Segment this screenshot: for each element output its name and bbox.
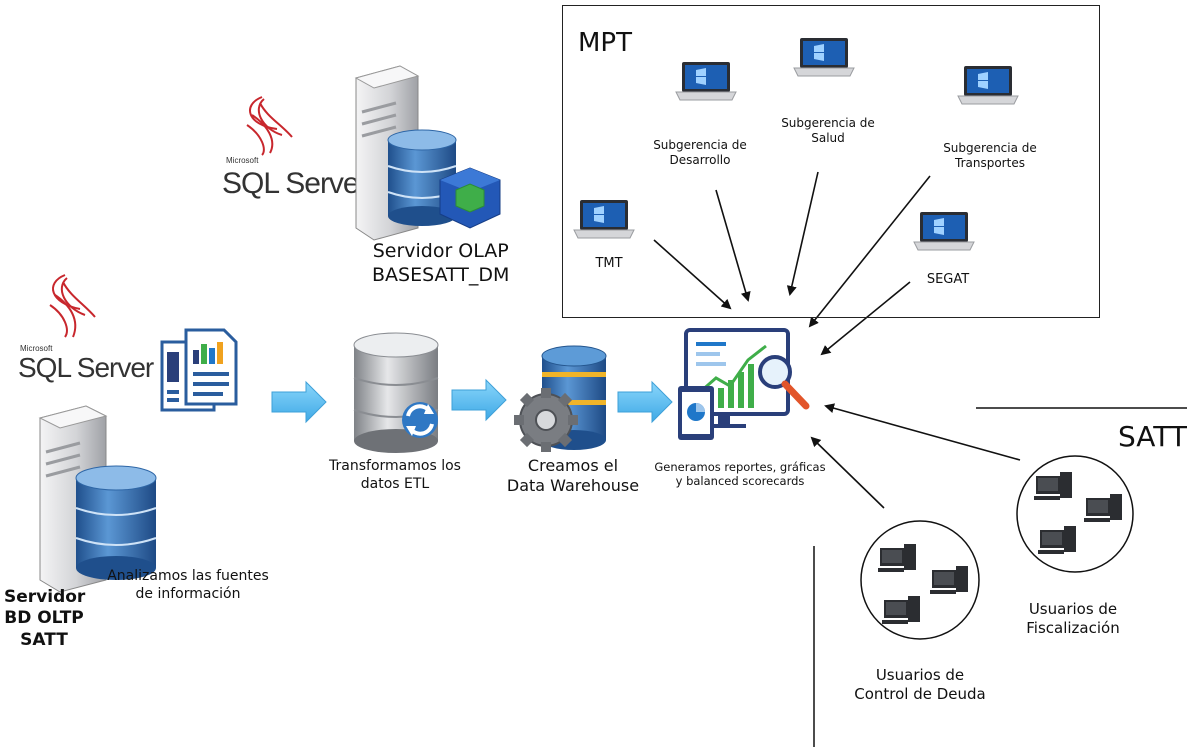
documents-icon <box>160 328 238 412</box>
reports-label-line2: y balanced scorecards <box>675 474 805 489</box>
reports-label: Generamos reportes, gráficas y balanced … <box>642 460 838 489</box>
reports-label-line1: Generamos reportes, gráficas <box>654 460 826 474</box>
etl-database-icon <box>353 332 439 453</box>
etl-label-line2: datos ETL <box>360 475 430 492</box>
refresh-icon <box>402 402 438 438</box>
analyze-sources-label: Analizamos las fuentes de información <box>96 568 280 603</box>
tmt-label: TMT <box>595 256 623 271</box>
oltp-label-line1: Servidor <box>4 587 86 607</box>
sql-main-text: SQL Server <box>222 167 369 200</box>
users-fiscalizacion-group <box>1016 455 1134 573</box>
etl-label: Transformamos los datos ETL <box>320 458 470 493</box>
desarrollo-label: Subgerencia de Desarrollo <box>640 138 760 168</box>
laptop-desarrollo-icon <box>675 62 737 101</box>
deuda-label: Usuarios de Control de Deuda <box>842 666 998 704</box>
desarrollo-label-line1: Subgerencia de <box>653 138 747 152</box>
fiscalizacion-label-line2: Fiscalización <box>1026 618 1120 637</box>
arrow-salud <box>786 171 819 296</box>
arrow-transportes <box>808 175 931 328</box>
olap-cube-icon <box>439 167 501 229</box>
computer-icon <box>1084 494 1122 522</box>
computer-icon <box>930 566 968 594</box>
sql-server-logo-left: Microsoft SQL Server <box>18 274 155 383</box>
laptop-transportes-icon <box>957 66 1019 105</box>
deuda-label-line1: Usuarios de <box>875 666 965 684</box>
laptop-salud-icon <box>793 38 855 77</box>
olap-label-line2: BASESATT_DM <box>372 263 510 286</box>
salud-label-line1: Subgerencia de <box>781 116 875 130</box>
dw-label-line2: Data Warehouse <box>506 476 640 495</box>
magnifier-icon <box>758 355 810 410</box>
sql-main-text: SQL Server <box>18 352 154 383</box>
computer-icon <box>1038 526 1076 554</box>
sql-swirl-icon <box>49 274 96 338</box>
oltp-server-icon <box>38 405 157 593</box>
deuda-label-line2: Control de Deuda <box>854 684 986 703</box>
oltp-server-label: Servidor BD OLTP SATT <box>4 587 86 651</box>
sql-server-logo-top: Microsoft SQL Server <box>222 96 370 200</box>
oltp-label-line2: BD OLTP <box>4 608 84 629</box>
satt-title: SATT <box>1118 420 1187 453</box>
olap-label-line1: Servidor OLAP <box>372 240 509 262</box>
arrow-segat <box>820 281 911 356</box>
olap-server-label: Servidor OLAP BASESATT_DM <box>372 240 509 288</box>
oltp-label-line3: SATT <box>20 629 68 650</box>
reports-dashboard-icon <box>678 328 810 440</box>
gear-icon <box>514 388 578 452</box>
connector-arrows <box>653 171 1021 509</box>
computer-icon <box>1034 472 1072 500</box>
data-warehouse-label: Creamos el Data Warehouse <box>502 456 644 496</box>
sql-swirl-icon <box>246 96 293 156</box>
flow-arrow-1 <box>271 380 327 424</box>
analyze-label-line1: Analizamos las fuentes <box>107 568 269 584</box>
fiscalizacion-label-line1: Usuarios de <box>1028 600 1118 618</box>
mpt-group-box <box>562 5 1100 318</box>
tablet-icon <box>678 386 714 440</box>
computer-icon <box>878 544 916 572</box>
arrow-deuda <box>810 436 885 509</box>
flow-arrow-3 <box>617 380 673 424</box>
laptop-segat-icon <box>913 212 975 251</box>
transportes-label-line1: Subgerencia de <box>943 141 1037 155</box>
dw-label-line1: Creamos el <box>527 456 619 475</box>
desarrollo-label-line2: Desarrollo <box>669 153 731 167</box>
mpt-title: MPT <box>578 28 632 58</box>
fiscalizacion-label: Usuarios de Fiscalización <box>1010 600 1136 638</box>
salud-label-line2: Salud <box>811 131 845 145</box>
sql-small-text: Microsoft <box>20 344 53 353</box>
analyze-label-line2: de información <box>135 585 241 602</box>
arrow-fiscalizacion <box>824 403 1021 461</box>
olap-server-icon <box>354 65 501 241</box>
users-deuda-group <box>860 520 980 640</box>
sql-small-text: Microsoft <box>226 156 259 165</box>
transportes-label-line2: Transportes <box>955 156 1025 170</box>
data-warehouse-icon <box>514 345 607 452</box>
salud-label: Subgerencia de Salud <box>768 116 888 146</box>
segat-label: SEGAT <box>926 272 970 287</box>
transportes-label: Subgerencia de Transportes <box>930 141 1050 171</box>
laptop-tmt-icon <box>573 200 635 239</box>
computer-icon <box>882 596 920 624</box>
etl-label-line1: Transformamos los <box>329 458 461 474</box>
arrow-tmt <box>653 239 732 310</box>
flow-arrow-2 <box>451 378 507 422</box>
arrow-desarrollo <box>715 189 751 302</box>
